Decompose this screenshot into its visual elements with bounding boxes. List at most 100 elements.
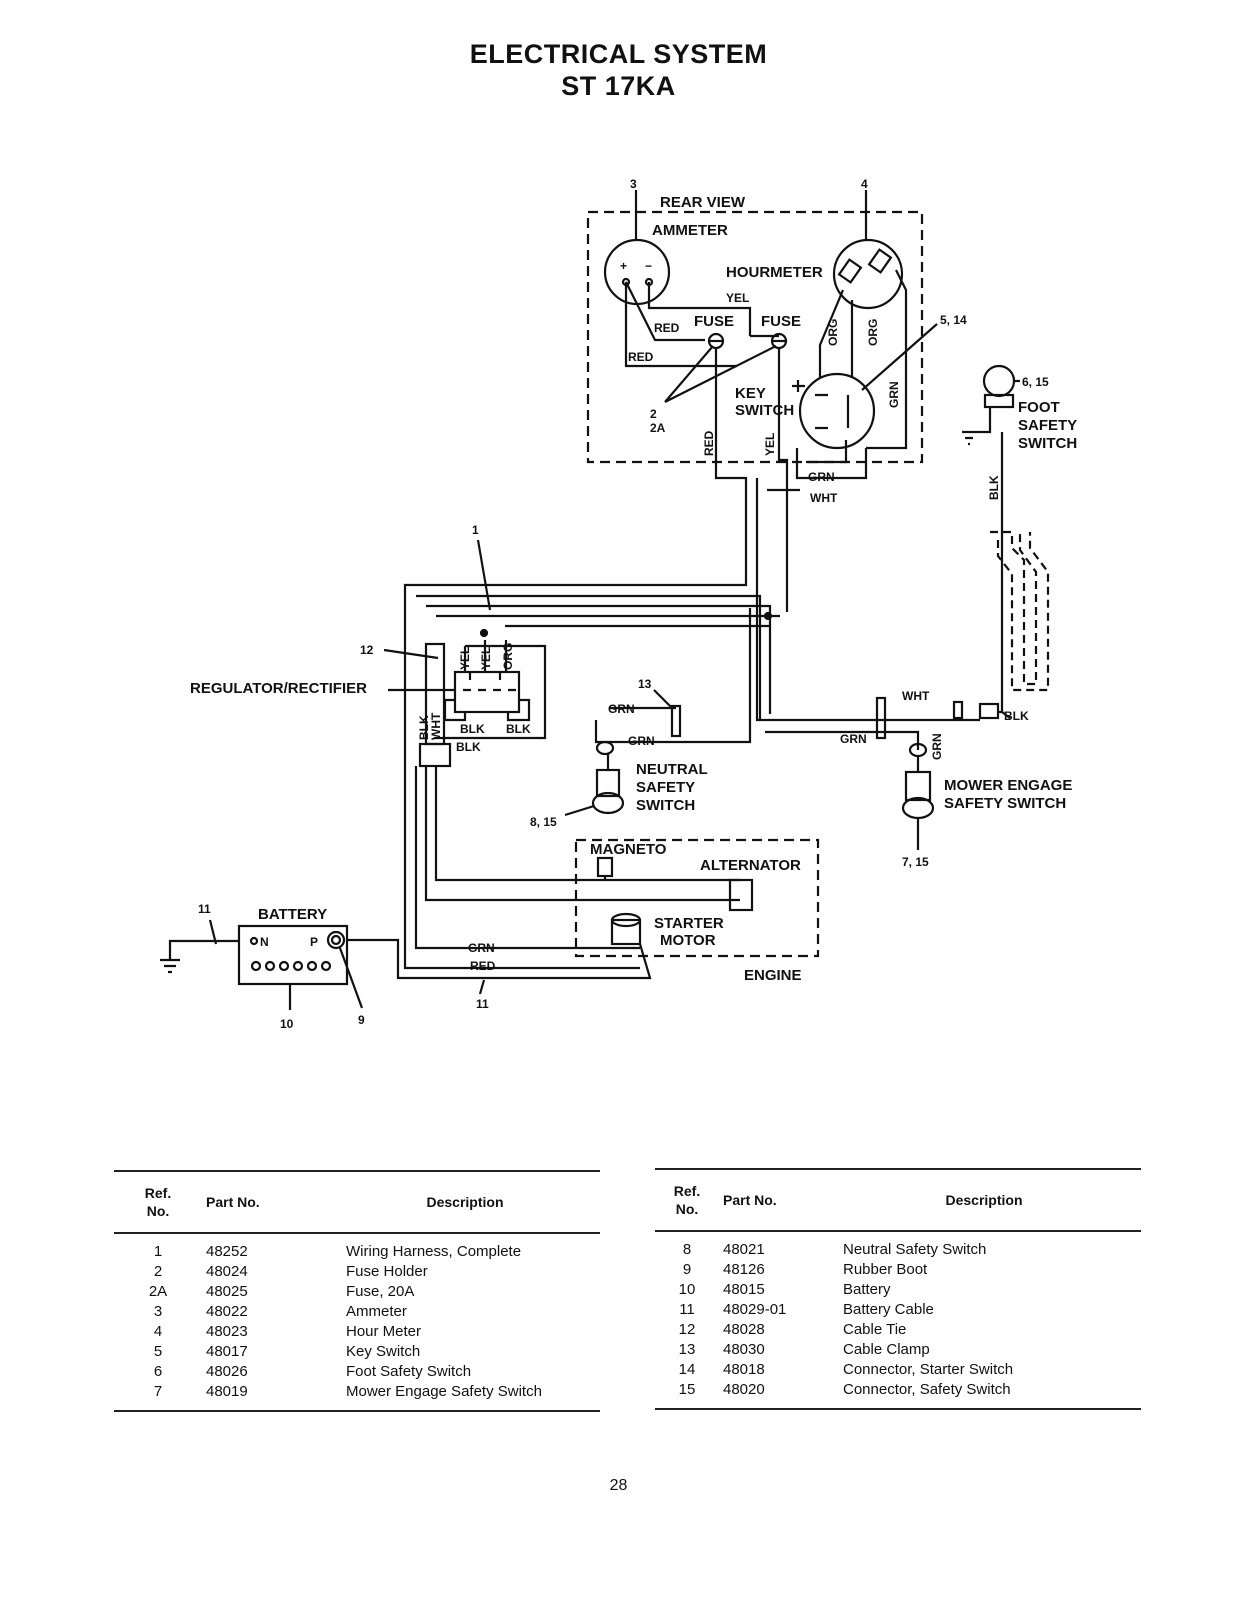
regulator-rectifier-label: REGULATOR/RECTIFIER: [190, 680, 367, 697]
ref-12: 12: [360, 643, 374, 657]
part-cell: 48022: [206, 1303, 248, 1320]
part-cell: 48252: [206, 1243, 248, 1260]
ref-10: 10: [280, 1017, 294, 1031]
wire-wht-label-2: WHT: [902, 689, 930, 703]
parts-table-left: Ref.No. Part No. Description 1 48252 Wirin…: [114, 1170, 600, 1412]
mower-grn-label-2: GRN: [930, 733, 944, 760]
reg-yel-label-2: YEL: [479, 647, 493, 670]
ref-cell: 7: [153, 1383, 163, 1400]
ref-cell: 14: [678, 1361, 696, 1378]
battery-label: BATTERY: [258, 906, 327, 923]
foot-safety-label: SAFETY: [1018, 417, 1077, 434]
part-cell: 48015: [723, 1281, 765, 1298]
ref-cell: 2: [153, 1263, 163, 1280]
wire-red-label-2: RED: [628, 350, 654, 364]
wire-wht-label-1: WHT: [810, 491, 838, 505]
desc-cell: Cable Clamp: [843, 1341, 930, 1358]
col-header-ref: Ref.No.: [114, 1172, 202, 1234]
battery-p-label: P: [310, 935, 318, 949]
part-cell: 48029-01: [723, 1301, 787, 1318]
foot-switch-label: SWITCH: [1018, 435, 1077, 452]
part-cell: 48018: [723, 1361, 765, 1378]
wire-blk-label-v: BLK: [987, 475, 1001, 500]
ref-cell: 9: [682, 1261, 692, 1278]
ammeter-minus: −: [645, 259, 652, 273]
ref-cell: 4: [153, 1323, 163, 1340]
foot-safety-switch: [982, 364, 1016, 398]
ref-9: 9: [358, 1013, 365, 1027]
table-row: 3 48022 Ammeter: [114, 1302, 600, 1322]
reg-org-label: ORG: [501, 643, 515, 670]
desc-cell: Cable Tie: [843, 1321, 907, 1338]
page-number: 28: [609, 1477, 628, 1494]
neutral-switch-label: SWITCH: [636, 797, 695, 814]
desc-cell: Key Switch: [346, 1343, 421, 1360]
reg-blk-label-2: BLK: [506, 722, 531, 736]
battery-cells: [250, 960, 332, 972]
ref-cell: 2A: [148, 1283, 168, 1300]
mower-grn-label-1: GRN: [840, 732, 867, 746]
table-row: 1 48252 Wiring Harness, Complete: [114, 1233, 600, 1262]
rear-view-panel: [586, 210, 924, 464]
desc-cell: Mower Engage Safety Switch: [346, 1383, 542, 1400]
motor-label: MOTOR: [660, 932, 716, 949]
desc-cell: Battery: [843, 1281, 891, 1298]
battery-grn-label: GRN: [468, 941, 495, 955]
page-subtitle: ST 17KA: [561, 71, 676, 101]
mower-engage-label: MOWER ENGAGE: [944, 777, 1072, 794]
wire-grn-label-1: GRN: [808, 470, 835, 484]
col-header-part: Part No.: [719, 1170, 827, 1232]
neutral-safety-label: SAFETY: [636, 779, 695, 796]
rear-view-label: REAR VIEW: [660, 194, 746, 211]
wire-red-label-1: RED: [654, 321, 680, 335]
desc-cell: Foot Safety Switch: [346, 1363, 472, 1380]
hourmeter-gauge: [832, 238, 904, 310]
wire-org-label-2: ORG: [866, 319, 880, 346]
part-cell: 48017: [206, 1343, 248, 1360]
part-cell: 48021: [723, 1241, 765, 1258]
desc-cell: Rubber Boot: [843, 1261, 928, 1278]
engine-outline: [574, 838, 820, 958]
ref-8-15: 8, 15: [530, 815, 557, 829]
ref-cell: 11: [679, 1301, 695, 1318]
harness-wht-label: WHT: [429, 712, 443, 740]
table-row: 12 48028 Cable Tie: [655, 1320, 1141, 1340]
ammeter-gauge: [603, 238, 671, 306]
col-header-desc: Description: [827, 1170, 1141, 1232]
ref-7-15: 7, 15: [902, 855, 929, 869]
harness-blk-label: BLK: [417, 715, 431, 740]
part-cell: 48020: [723, 1381, 765, 1398]
hourmeter-label: HOURMETER: [726, 264, 823, 281]
alternator-label: ALTERNATOR: [700, 857, 801, 874]
col-header-part: Part No.: [202, 1172, 330, 1234]
col-header-desc: Description: [330, 1172, 600, 1234]
desc-cell: Wiring Harness, Complete: [346, 1243, 522, 1260]
ref-cell: 12: [678, 1321, 696, 1338]
ref-cell: 1: [153, 1243, 163, 1260]
starter-motor: [610, 918, 642, 946]
ref-4: 4: [861, 177, 868, 191]
desc-cell: Ammeter: [346, 1303, 407, 1320]
key-switch-label: SWITCH: [735, 402, 794, 419]
ref-cell: 3: [153, 1303, 163, 1320]
ammeter-label: AMMETER: [652, 222, 728, 239]
battery: [237, 924, 349, 986]
fuse-label-right: FUSE: [761, 313, 801, 330]
alternator: [728, 878, 754, 912]
wire-yel-label: YEL: [726, 291, 749, 305]
ref-1: 1: [472, 523, 479, 537]
regulator-rectifier: [453, 670, 521, 714]
part-cell: 48019: [206, 1383, 248, 1400]
part-cell: 48028: [723, 1321, 765, 1338]
page-title: ELECTRICAL SYSTEM: [469, 39, 768, 69]
